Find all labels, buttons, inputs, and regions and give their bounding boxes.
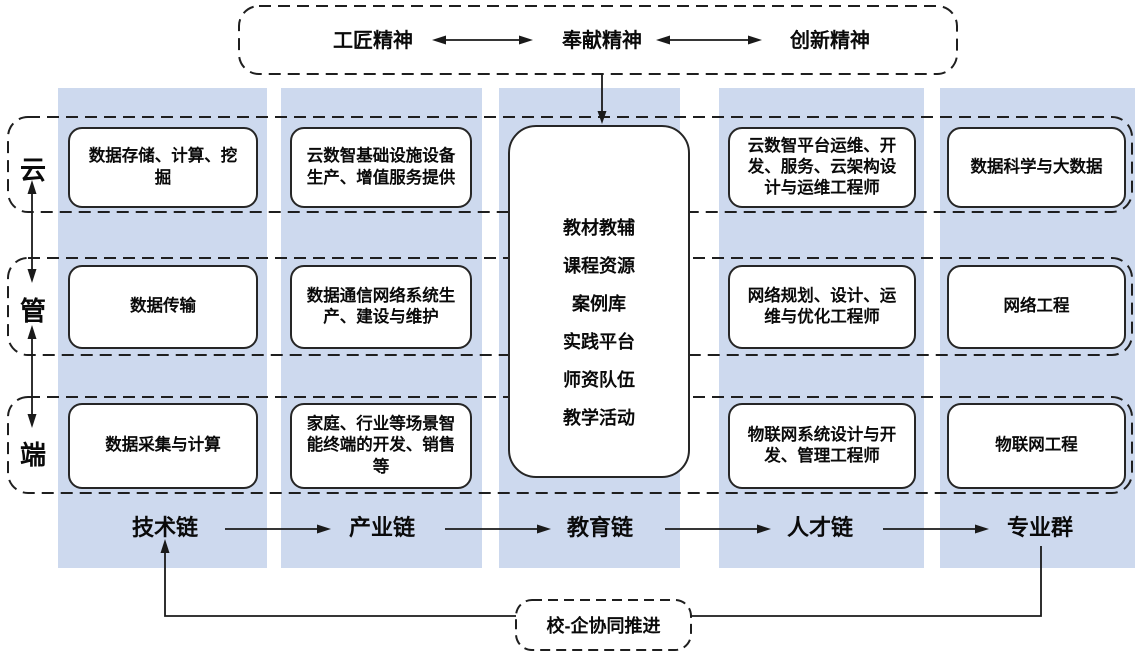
- school-enterprise-label: 校-企协同推进: [546, 616, 661, 636]
- arrow-pipe-end: [27, 325, 37, 428]
- box-talent-cloud: 云数智平台运维、开 发、服务、云架构设 计与运维工程师: [728, 127, 916, 208]
- arrow-craftsman-dedication: [432, 35, 533, 45]
- box-industry-cloud: 云数智基础设施设备 生产、增值服务提供: [290, 127, 472, 208]
- layer-label-cloud: 云: [19, 155, 46, 185]
- chain-label-talent: 人才链: [786, 515, 853, 540]
- spirit-label-craftsman: 工匠精神: [333, 30, 413, 52]
- layer-label-end: 端: [19, 440, 46, 470]
- box-industry-pipe: 数据通信网络系统生 产、建设与维护: [290, 265, 472, 349]
- spirit-label-dedication: 奉献精神: [562, 30, 642, 52]
- box-talent-end: 物联网系统设计与开 发、管理工程师: [728, 403, 916, 489]
- box-talent-pipe: 网络规划、设计、运 维与优化工程师: [728, 265, 916, 349]
- chain-label-education: 教育链: [566, 515, 633, 540]
- box-education-resources: 教材教辅 课程资源 案例库 实践平台 师资队伍 教学活动: [508, 125, 690, 478]
- box-industry-end: 家庭、行业等场景智 能终端的开发、销售 等: [290, 403, 472, 489]
- arrow-cloud-pipe: [27, 180, 37, 283]
- layer-label-pipe: 管: [19, 296, 46, 326]
- box-tech-pipe: 数据传输: [68, 265, 258, 349]
- chain-label-major: 专业群: [1006, 515, 1073, 540]
- chain-label-tech: 技术链: [131, 515, 198, 540]
- box-tech-end: 数据采集与计算: [68, 403, 258, 489]
- arrow-dedication-innovation: [656, 35, 762, 45]
- box-major-pipe: 网络工程: [947, 265, 1126, 349]
- spirit-label-innovation: 创新精神: [790, 30, 870, 52]
- box-major-cloud: 数据科学与大数据: [947, 127, 1126, 208]
- box-tech-cloud: 数据存储、计算、挖 掘: [68, 127, 258, 208]
- chain-label-industry: 产业链: [348, 515, 415, 540]
- box-major-end: 物联网工程: [947, 403, 1126, 489]
